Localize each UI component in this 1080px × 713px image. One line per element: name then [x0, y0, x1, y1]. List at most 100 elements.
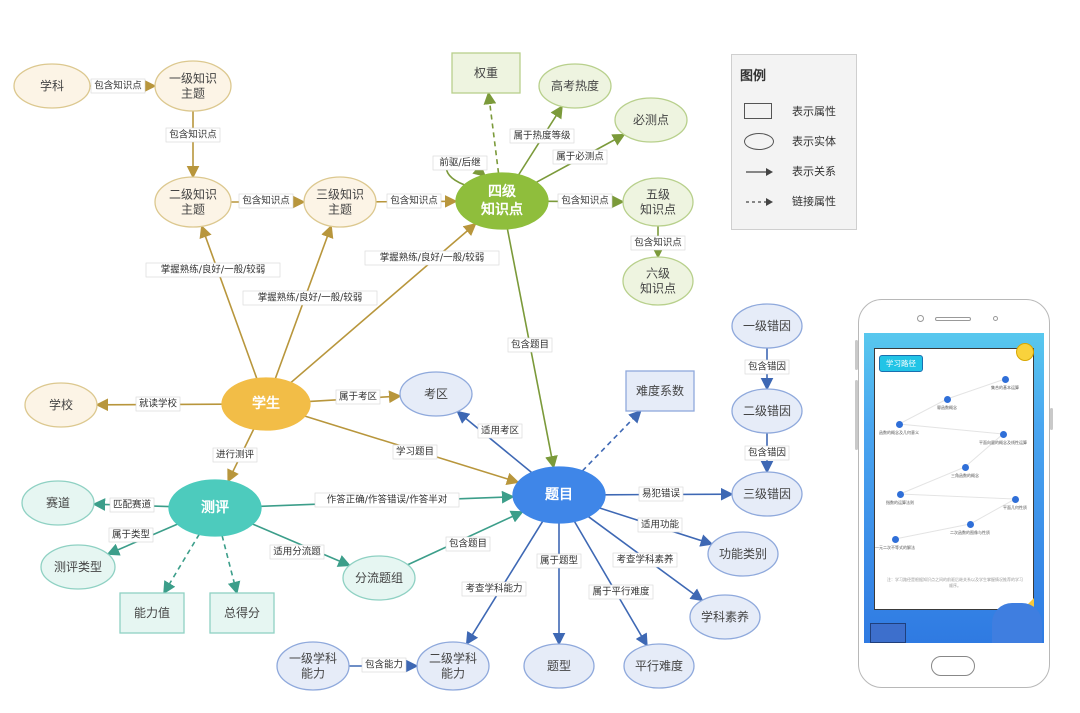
path-point-label: 函数的概念及几何意义	[879, 430, 919, 435]
entity-ellipse	[707, 531, 779, 577]
legend-label: 表示关系	[792, 165, 836, 178]
node-timu[interactable]: 题目	[512, 466, 606, 524]
legend-item-link-attribute: 链接属性	[732, 191, 858, 211]
node-ceping[interactable]: 测评	[168, 479, 262, 537]
edge-label-text: 作答正确/作答错误/作答半对	[327, 494, 448, 506]
legend-item-entity: 表示实体	[732, 131, 858, 151]
edge-label: 适用考区	[477, 423, 523, 439]
path-point-dot[interactable]	[897, 491, 904, 498]
edge-label-text: 进行测评	[216, 449, 255, 461]
node-quanzhong[interactable]: 权重	[451, 52, 521, 94]
node-gongneng[interactable]: 功能类别	[707, 531, 779, 577]
phone-side-button	[855, 340, 858, 370]
entity-ellipse	[168, 479, 262, 537]
node-xuesheng[interactable]: 学生	[221, 377, 311, 431]
node-bice[interactable]: 必测点	[614, 97, 688, 143]
edge-timu-nandu	[581, 409, 642, 472]
edge-label: 考查学科能力	[461, 581, 527, 597]
node-label: 主题	[181, 87, 205, 101]
node-label: 四级	[488, 183, 517, 200]
node-label: 能力值	[134, 605, 170, 620]
node-nandu[interactable]: 难度系数	[625, 370, 695, 412]
node-cy1[interactable]: 一级错因	[731, 303, 803, 349]
phone-camera-icon	[917, 315, 924, 322]
legend-title: 图例	[740, 69, 767, 84]
node-label: 二级错因	[743, 404, 791, 418]
node-suyang[interactable]: 学科素养	[689, 594, 761, 640]
path-point-dot[interactable]	[944, 396, 951, 403]
edge-label: 包含知识点	[386, 193, 442, 209]
node-label: 一级错因	[743, 319, 791, 333]
node-fenliu[interactable]: 分流题组	[342, 555, 416, 601]
attribute-box	[625, 370, 695, 412]
entity-ellipse	[614, 97, 688, 143]
entity-ellipse	[221, 377, 311, 431]
node-cplx[interactable]: 测评类型	[40, 544, 116, 590]
path-point-label: 三角函数的概念	[951, 473, 979, 478]
edge-ceping-nengli	[163, 533, 200, 595]
entity-ellipse	[623, 643, 695, 689]
node-xueke[interactable]: 学科	[13, 63, 91, 109]
node-label: 分流题组	[355, 571, 403, 585]
edge-label: 属于题型	[536, 553, 582, 569]
node-pingxing[interactable]: 平行难度	[623, 643, 695, 689]
path-point-dot[interactable]	[892, 536, 899, 543]
node-label: 总得分	[224, 605, 260, 620]
path-point-dot[interactable]	[1000, 431, 1007, 438]
node-saidao[interactable]: 赛道	[21, 480, 95, 526]
path-point-dot[interactable]	[967, 521, 974, 528]
edge-label-text: 包含知识点	[390, 195, 438, 207]
edge-label-text: 前驱/后继	[439, 157, 481, 169]
entity-ellipse	[455, 172, 549, 230]
edge-label: 学习题目	[392, 444, 438, 460]
phone-home-button[interactable]	[931, 656, 975, 676]
node-cy2[interactable]: 二级错因	[731, 388, 803, 434]
edge-label: 考查学科素养	[612, 552, 678, 568]
node-label: 六级	[646, 267, 670, 281]
node-label: 主题	[181, 203, 205, 217]
node-cy3[interactable]: 三级错因	[731, 471, 803, 517]
attribute-box	[209, 592, 275, 634]
edge-label: 包含知识点	[557, 193, 613, 209]
edge-labels-layer: 包含知识点包含知识点包含知识点包含知识点掌握熟练/良好/一般/较弱掌握熟练/良好…	[90, 78, 790, 673]
node-kaoqu[interactable]: 考区	[399, 371, 473, 417]
entity-ellipse	[13, 63, 91, 109]
edge-label-text: 适用功能	[641, 519, 680, 531]
path-point-dot[interactable]	[962, 464, 969, 471]
node-label: 学校	[49, 397, 73, 412]
node-gaokao[interactable]: 高考热度	[538, 63, 612, 109]
entity-ellipse	[24, 382, 98, 428]
node-label: 功能类别	[719, 547, 767, 561]
edge-label: 掌握熟练/良好/一般/较弱	[145, 262, 281, 278]
edge-label-text: 属于题型	[540, 556, 579, 567]
node-nengli[interactable]: 能力值	[119, 592, 185, 634]
edge-label: 进行测评	[212, 447, 258, 463]
path-point-label: 平面几何性质	[1003, 505, 1027, 510]
edge-label: 前驱/后继	[432, 155, 488, 171]
path-point-dot[interactable]	[1002, 376, 1009, 383]
node-label: 三级错因	[743, 487, 791, 501]
edge-label-text: 包含错因	[748, 447, 786, 459]
node-label: 赛道	[46, 495, 70, 510]
edge-label: 包含知识点	[238, 193, 294, 209]
node-label: 高考热度	[551, 78, 599, 93]
path-point-dot[interactable]	[896, 421, 903, 428]
node-tixing[interactable]: 题型	[523, 643, 595, 689]
node-xuexiao[interactable]: 学校	[24, 382, 98, 428]
entity-ellipse	[523, 643, 595, 689]
node-zongdefen[interactable]: 总得分	[209, 592, 275, 634]
node-label: 一级学科	[289, 651, 337, 666]
edge-label: 包含知识点	[90, 78, 146, 94]
entity-ellipse	[40, 544, 116, 590]
path-point-dot[interactable]	[1012, 496, 1019, 503]
path-point-label: 指数的运算法则	[886, 500, 914, 505]
node-label: 学科	[40, 78, 64, 93]
